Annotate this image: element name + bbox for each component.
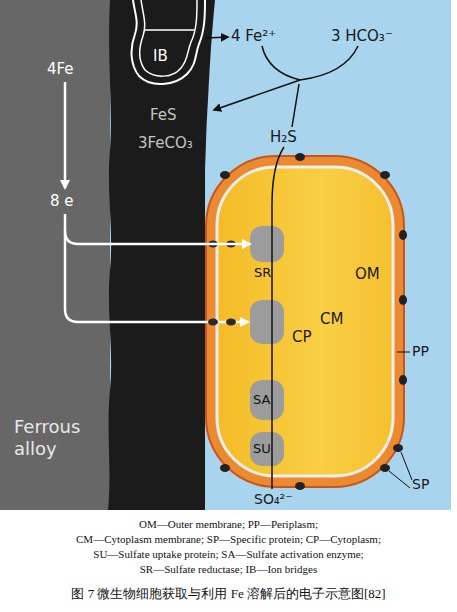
product-label: 3FeCO₃ (138, 134, 193, 152)
region-label: Ferrous alloy (14, 416, 106, 459)
electron-trunk (65, 214, 111, 244)
specific-protein (226, 319, 236, 326)
leader-line (401, 452, 412, 480)
enzyme-shape (250, 226, 284, 262)
enzyme-label: SU (253, 441, 271, 457)
electron-label: 8 e (50, 192, 74, 210)
specific-protein (399, 295, 407, 305)
part-label: CM (320, 310, 343, 328)
sulfate-uptake-protein: SU (250, 432, 284, 466)
product-label: FeS (150, 106, 177, 124)
specific-protein (399, 230, 407, 240)
abbreviation-note: SR—Sulfate reductase; IB—Ion bridges (0, 563, 457, 576)
species-label: H₂S (270, 128, 297, 146)
species-label: 3 HCO₃⁻ (331, 27, 393, 45)
reaction-line (262, 46, 300, 80)
part-label: CP (292, 328, 312, 346)
node-outline (125, 0, 210, 88)
electron-connector (110, 243, 250, 246)
specific-protein (220, 464, 230, 472)
species-label: 4Fe (47, 60, 74, 78)
specific-protein (380, 171, 390, 179)
part-label: IB (153, 47, 168, 65)
ion-bridge-outline (140, 0, 197, 76)
reaction-line (300, 46, 358, 80)
enzyme-shape (250, 432, 284, 466)
specific-protein (295, 153, 305, 161)
sulfate-reductase: SR (250, 226, 284, 284)
abbreviation-note: CM—Cytoplasm membrane; SP—Specific prote… (0, 533, 457, 546)
specific-protein (208, 319, 218, 326)
leader-line (389, 471, 410, 488)
specific-protein (399, 375, 407, 385)
precipitation-arrow (214, 80, 300, 110)
abbreviation-note: OM—Outer membrane; PP—Periplasm; (0, 518, 457, 531)
leader-line (397, 352, 410, 353)
corrosion-layer: FeS 3FeCO₃ IB (100, 0, 218, 510)
sulfate-path (272, 147, 284, 489)
outer-membrane (206, 156, 404, 487)
ion-bridge-outline (132, 0, 205, 84)
enzyme-label: SA (253, 392, 270, 408)
figure-caption: 图 7 微生物细胞获取与利用 Fe 溶解后的电子示意图[82] (0, 586, 457, 602)
reductase-symbol (250, 300, 284, 344)
specific-protein (393, 444, 403, 452)
ion-bridge-outline (144, 29, 195, 31)
enzyme-label: SR (254, 265, 271, 281)
abbreviation-note: SU—Sulfate uptake protein; SA—Sulfate ac… (0, 548, 457, 561)
part-label: SP (412, 476, 429, 493)
ion-bridge: IB (125, 0, 210, 88)
species-label: SO₄²⁻ (254, 491, 293, 508)
corrosion-layer-shape (108, 0, 215, 510)
species-label: 4 Fe²⁺ (231, 27, 276, 45)
dissolution-arrow (206, 37, 228, 38)
part-label: OM (355, 265, 380, 283)
specific-protein (295, 482, 305, 490)
solution-background (0, 0, 451, 510)
enzyme-shape (250, 380, 284, 420)
specific-protein (220, 171, 230, 179)
part-label: PP (412, 343, 429, 360)
sulfate-activation-enzyme: SA (250, 380, 284, 420)
electron-arrow (64, 82, 67, 188)
sulfide-line (292, 84, 299, 127)
specific-protein (380, 464, 390, 472)
